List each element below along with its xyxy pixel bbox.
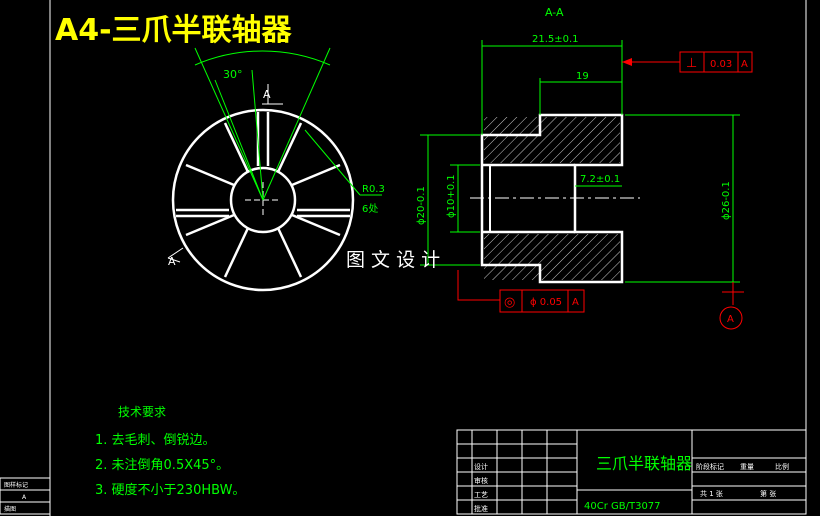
title-block [456,429,807,515]
tb-row: 设计 [474,462,488,471]
perp-value: 0.03 [710,59,732,70]
conc-datum: A [572,297,579,308]
overlay-text: 图 文 设 计 [346,249,440,271]
side-tab: 图样标记 [4,481,28,489]
tech-item: 2. 未注倒角0.5X45°。 [95,458,229,473]
conc-symbol: ◎ [504,295,515,310]
tb-sheet: 第 张 [760,489,776,498]
concentricity-frame [499,289,585,313]
datum-label: A [727,314,734,325]
part-name: 三爪半联轴器 [596,454,692,473]
conc-value: ϕ 0.05 [530,297,562,308]
dim-radius: R0.3 [362,184,385,195]
end-view [167,47,382,292]
tb-scale-header: 阶段标记 [696,462,724,471]
dim-inner-dia: ϕ20-0.1 [416,186,427,225]
perp-symbol: ⊥ [686,56,697,71]
tech-item: 3. 硬度不小于230HBW。 [95,482,245,498]
side-tab: A [22,494,27,501]
dim-outer-dia: ϕ26-0.1 [721,181,732,220]
side-tab: 描图 [4,505,16,513]
drawing-title: A4-三爪半联轴器 [55,13,293,48]
tech-item: 1. 去毛刺、倒锐边。 [95,433,216,448]
tech-heading: 技术要求 [118,405,166,419]
tb-scale-header: 重量 [740,463,754,471]
dim-length-total: 21.5±0.1 [532,34,579,45]
section-view [420,40,744,330]
dim-length-19: 19 [576,71,589,82]
tb-row: 批准 [474,504,488,513]
perpendicularity-frame [679,51,753,73]
perp-datum: A [741,59,748,70]
dim-bore-len: 7.2±0.1 [580,174,620,185]
tb-row: 工艺 [474,491,488,499]
view-ref-left: A [168,255,176,268]
tb-scale-header: 比例 [775,462,789,471]
tb-row: 审核 [474,476,488,485]
dim-count: 6处 [362,203,378,215]
dim-angle: 30° [223,68,243,81]
dim-bore-dia: ϕ10+0.1 [446,174,457,218]
material: 40Cr GB/T3077 [584,501,661,512]
view-ref-top: A [263,88,271,101]
tb-sheet: 共 1 张 [700,489,723,498]
section-label: A-A [545,6,564,19]
